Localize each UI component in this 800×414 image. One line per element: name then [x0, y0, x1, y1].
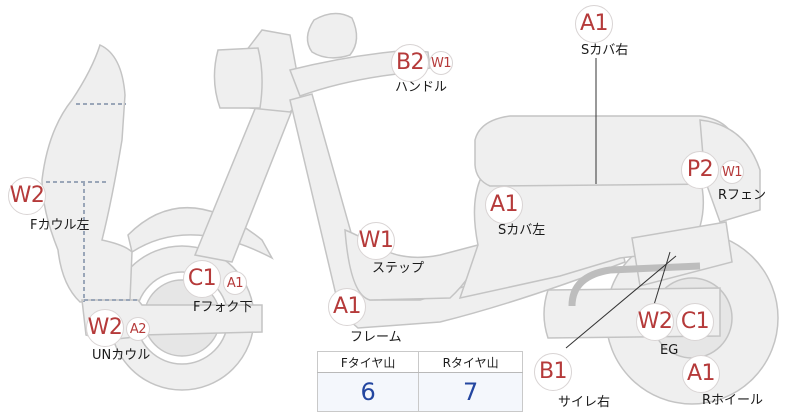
badge-f-fork-a1[interactable]: A1 [223, 271, 247, 295]
badge-frame-a1[interactable]: A1 [328, 288, 366, 326]
badge-step-w1[interactable]: W1 [357, 222, 395, 260]
label-eg: EG [660, 343, 679, 358]
badge-un-cowl-a2[interactable]: A2 [126, 317, 150, 341]
badge-s-cover-left-a1[interactable]: A1 [485, 186, 523, 224]
label-un-cowl: UNカウル [92, 348, 151, 363]
mirror [306, 12, 358, 59]
label-s-cover-right: Sカバ右 [581, 43, 629, 58]
label-frame: フレーム [350, 330, 402, 345]
badge-eg-w2[interactable]: W2 [636, 303, 674, 341]
label-r-wheel: Rホイール [702, 393, 764, 408]
badge-r-fender-w1[interactable]: W1 [720, 160, 744, 184]
rear-tire-header: Rタイヤ山 [418, 351, 523, 373]
badge-s-cover-right-a1[interactable]: A1 [575, 5, 613, 43]
label-handle: ハンドル [395, 80, 448, 95]
label-step: ステップ [372, 261, 425, 276]
front-tire-value[interactable]: 6 [317, 372, 419, 412]
headlight [213, 47, 263, 109]
badge-r-wheel-a1[interactable]: A1 [682, 355, 720, 393]
badge-eg-c1[interactable]: C1 [676, 303, 714, 341]
label-r-fender: Rフェン [718, 188, 767, 203]
badge-r-fender-p2[interactable]: P2 [681, 151, 719, 189]
badge-handle-b2[interactable]: B2 [391, 44, 429, 82]
rear-tire-value[interactable]: 7 [418, 372, 523, 412]
label-f-fork: Fフォク下 [193, 300, 253, 315]
front-fender [127, 206, 274, 260]
label-s-cover-left: Sカバ左 [498, 223, 546, 238]
label-silencer: サイレ右 [558, 395, 611, 410]
label-f-cowl-left: Fカウル左 [30, 218, 90, 233]
badge-f-cowl-left-w2[interactable]: W2 [8, 177, 46, 215]
badge-silencer-b1[interactable]: B1 [534, 353, 572, 391]
front-cowl [41, 43, 133, 303]
tire-tread-table: Fタイヤ山 Rタイヤ山 6 7 [317, 351, 523, 412]
badge-f-fork-c1[interactable]: C1 [183, 260, 221, 298]
badge-un-cowl-w2[interactable]: W2 [86, 309, 124, 347]
swing-arm [568, 262, 701, 307]
badge-handle-w1[interactable]: W1 [429, 51, 453, 75]
front-tire-header: Fタイヤ山 [317, 351, 419, 373]
